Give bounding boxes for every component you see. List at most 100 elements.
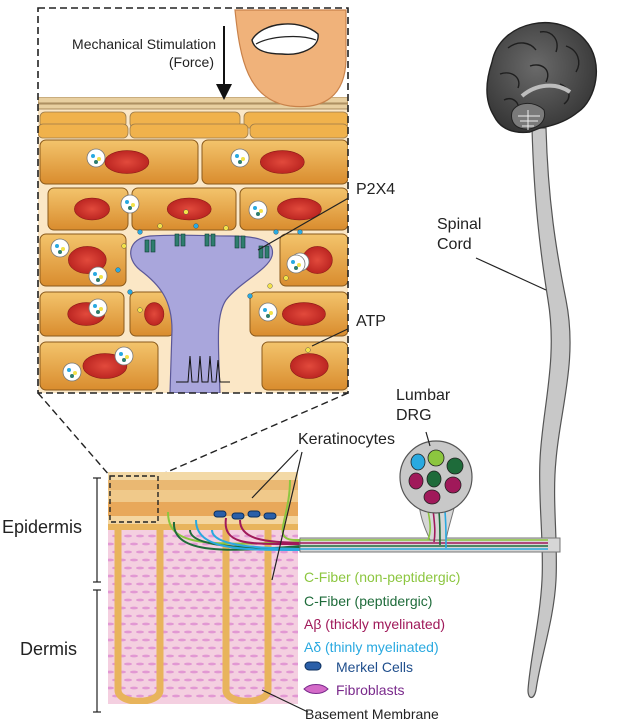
atp-vesicle xyxy=(62,362,82,382)
fibroblast xyxy=(108,590,114,594)
fibroblast xyxy=(232,566,240,570)
fibroblast xyxy=(214,638,222,642)
fibroblast xyxy=(172,630,180,634)
fibroblast xyxy=(148,662,156,666)
legend-fibroblasts: Fibroblasts xyxy=(336,682,405,698)
p2x4-receptor xyxy=(144,239,150,253)
drg-label: DRG xyxy=(396,407,432,424)
atp-molecule xyxy=(283,275,289,281)
fibroblast xyxy=(148,646,156,650)
fibroblast xyxy=(196,614,204,618)
fibroblast xyxy=(256,598,264,602)
fibroblast xyxy=(280,598,288,602)
fibroblast xyxy=(208,630,216,634)
atp-molecule xyxy=(193,223,199,229)
fibroblast xyxy=(196,662,204,666)
fibroblast xyxy=(232,630,240,634)
fibroblast xyxy=(148,534,156,538)
fibroblast xyxy=(208,566,216,570)
atp-molecule xyxy=(137,307,143,313)
force-arrowhead xyxy=(216,84,232,100)
nerve-fibers-to-cord xyxy=(300,539,548,550)
fibroblast xyxy=(196,678,204,682)
atp-dot xyxy=(55,244,59,248)
fibroblast xyxy=(190,670,198,674)
fibroblast xyxy=(172,662,180,666)
atp-molecule xyxy=(297,229,303,235)
atp-dot xyxy=(96,310,100,314)
keratinocyte-nucleus xyxy=(259,150,305,174)
fibroblast xyxy=(130,670,138,674)
lumbar-label: Lumbar xyxy=(396,387,451,404)
fibroblast xyxy=(130,686,138,690)
fibroblast xyxy=(108,558,114,562)
fibroblast xyxy=(184,646,192,650)
atp-vesicle xyxy=(114,346,134,366)
brain xyxy=(486,22,598,134)
merkel-cells-in-skin xyxy=(213,510,277,520)
atp-dot xyxy=(122,358,126,362)
fibroblast xyxy=(232,598,240,602)
basement-membrane-label: Basement Membrane xyxy=(305,706,439,722)
fibroblast xyxy=(250,686,258,690)
fibroblast xyxy=(238,606,246,610)
fibroblast xyxy=(130,654,138,658)
atp-vesicle xyxy=(88,298,108,318)
keratinocyte-nucleus xyxy=(166,197,212,221)
fibroblast xyxy=(232,614,240,618)
atp-vesicle xyxy=(50,238,70,258)
p2x4-receptor xyxy=(174,233,180,247)
fibroblast xyxy=(292,694,298,698)
atp-dot xyxy=(131,203,135,207)
fibroblast xyxy=(166,558,174,562)
fibroblast xyxy=(196,582,204,586)
fibroblast xyxy=(178,606,186,610)
fibroblast xyxy=(292,534,298,538)
fibroblast xyxy=(166,542,174,546)
fibroblast xyxy=(274,638,282,642)
fibroblast xyxy=(172,678,180,682)
fibroblast xyxy=(292,566,298,570)
keratinocytes-label: Keratinocytes xyxy=(298,431,395,448)
atp-dot xyxy=(263,308,267,312)
spinal-cord xyxy=(527,127,571,699)
fibroblast xyxy=(166,606,174,610)
fibroblast xyxy=(108,638,114,642)
fibroblast xyxy=(250,654,258,658)
fibroblast xyxy=(166,654,174,658)
fibroblast xyxy=(286,606,294,610)
fibroblast xyxy=(190,654,198,658)
fibroblast xyxy=(286,558,294,562)
fibroblast xyxy=(184,582,192,586)
fibroblast xyxy=(142,686,150,690)
atp-vesicle xyxy=(230,148,250,168)
fibroblast xyxy=(184,614,192,618)
fibroblast xyxy=(178,558,186,562)
atp-dot xyxy=(125,355,129,359)
p2x4-receptor xyxy=(150,239,156,253)
fibroblast xyxy=(124,662,132,666)
p2x4-receptor xyxy=(258,245,264,259)
fibroblast xyxy=(208,598,216,602)
fibroblast xyxy=(256,646,264,650)
fibroblast xyxy=(280,694,288,698)
fibroblast xyxy=(108,686,114,690)
fibroblast xyxy=(172,582,180,586)
fibroblast xyxy=(124,646,132,650)
fibroblast xyxy=(250,638,258,642)
fibroblast xyxy=(280,550,288,554)
keratinocyte-nucleus xyxy=(277,197,322,221)
spinal-pointer xyxy=(475,257,547,291)
fibroblast xyxy=(184,566,192,570)
fibroblast xyxy=(244,598,252,602)
atp-molecule xyxy=(305,347,311,353)
atp-molecule xyxy=(127,289,133,295)
atp-dot xyxy=(241,157,245,161)
p2x4-receptor xyxy=(264,245,270,259)
fibroblast xyxy=(142,654,150,658)
atp-vesicle xyxy=(120,194,140,214)
fibroblast xyxy=(286,622,294,626)
fibroblast xyxy=(108,654,114,658)
atp-vesicle xyxy=(248,200,268,220)
